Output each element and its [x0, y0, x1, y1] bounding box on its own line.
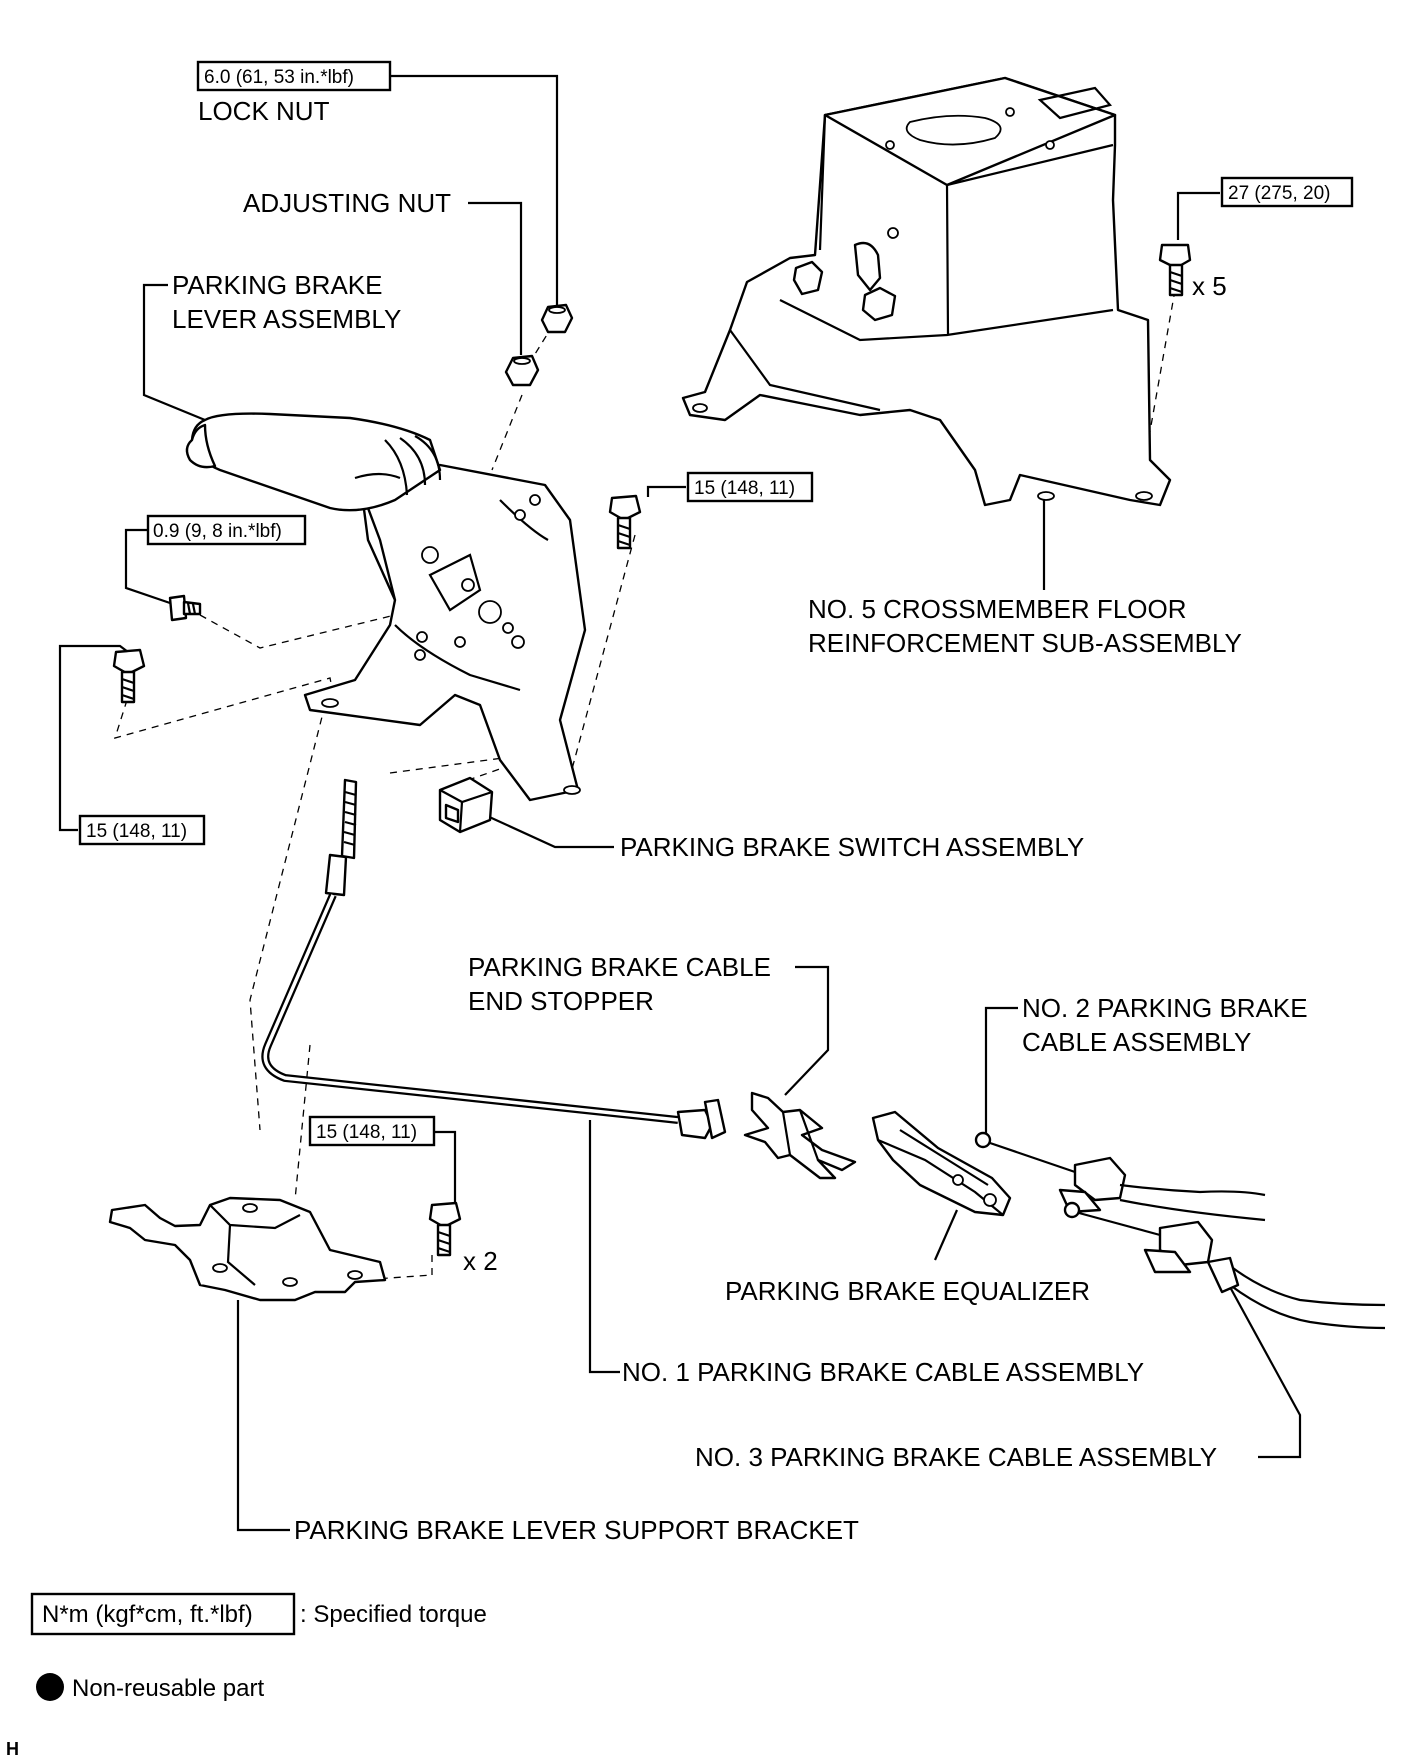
label-no1-cable: NO. 1 PARKING BRAKE CABLE ASSEMBLY	[622, 1357, 1144, 1387]
torque-lock-nut: 6.0 (61, 53 in.*lbf)	[196, 60, 392, 92]
label-support-bracket: PARKING BRAKE LEVER SUPPORT BRACKET	[294, 1515, 859, 1545]
label-crossmember-line1: NO. 5 CROSSMEMBER FLOOR	[808, 594, 1187, 624]
torque-lever-right-bolt-text: 15 (148, 11)	[694, 478, 795, 499]
torque-support-bracket-bolt: 15 (148, 11)	[308, 1115, 436, 1147]
torque-lever-left-bolt: 15 (148, 11)	[78, 814, 206, 846]
parking-brake-lever-assembly	[185, 412, 587, 802]
support-bracket-bolt	[428, 1201, 462, 1257]
no2-cable	[974, 1131, 1266, 1222]
torque-lever-left-bolt-text: 15 (148, 11)	[86, 821, 187, 842]
adjusting-nut	[504, 354, 540, 387]
switch-screw	[168, 594, 202, 622]
legend-torque-desc: : Specified torque	[300, 1601, 487, 1628]
legend-nonreusable: Non-reusable part	[36, 1673, 264, 1702]
torque-switch-screw-text: 0.9 (9, 8 in.*lbf)	[153, 521, 282, 542]
quantity-support-bracket-bolts: x 2	[463, 1246, 498, 1276]
parking-brake-switch	[438, 776, 494, 834]
label-lever-assembly-line2: LEVER ASSEMBLY	[172, 304, 401, 334]
torque-support-bracket-bolt-text: 15 (148, 11)	[316, 1122, 417, 1143]
cable-end-stopper	[743, 1091, 857, 1180]
quantity-crossmember-bolts: x 5	[1192, 271, 1227, 301]
label-equalizer: PARKING BRAKE EQUALIZER	[725, 1276, 1090, 1306]
torque-crossmember-bolt-text: 27 (275, 20)	[1228, 183, 1330, 204]
legend-torque-unit: N*m (kgf*cm, ft.*lbf)	[42, 1601, 253, 1628]
crossmember-bolt	[1158, 243, 1192, 297]
crossmember-reinforcement	[681, 76, 1172, 507]
parking-brake-equalizer	[871, 1110, 1012, 1217]
label-lock-nut: LOCK NUT	[198, 96, 330, 126]
lock-nut	[540, 303, 574, 334]
lever-right-bolt	[608, 494, 642, 550]
label-no2-cable-line2: CABLE ASSEMBLY	[1022, 1027, 1251, 1057]
torque-lock-nut-text: 6.0 (61, 53 in.*lbf)	[204, 67, 354, 88]
legend-torque: N*m (kgf*cm, ft.*lbf) : Specified torque	[30, 1592, 487, 1636]
torque-switch-screw: 0.9 (9, 8 in.*lbf)	[146, 514, 307, 546]
no3-cable	[1063, 1201, 1386, 1330]
lever-left-bolt	[112, 648, 146, 704]
label-lever-assembly-line1: PARKING BRAKE	[172, 270, 382, 300]
legend-nonreusable-desc: Non-reusable part	[72, 1675, 264, 1702]
label-end-stopper-line2: END STOPPER	[468, 986, 654, 1016]
no1-cable	[261, 778, 727, 1140]
label-adjusting-nut: ADJUSTING NUT	[243, 188, 451, 218]
label-crossmember-line2: REINFORCEMENT SUB-ASSEMBLY	[808, 628, 1242, 658]
torque-crossmember-bolt: 27 (275, 20)	[1220, 176, 1354, 208]
lever-support-bracket	[108, 1196, 387, 1302]
nonreusable-dot-icon	[36, 1673, 64, 1701]
corner-mark: H	[6, 1739, 19, 1759]
label-switch-assembly: PARKING BRAKE SWITCH ASSEMBLY	[620, 832, 1084, 862]
label-no3-cable: NO. 3 PARKING BRAKE CABLE ASSEMBLY	[695, 1442, 1217, 1472]
label-end-stopper-line1: PARKING BRAKE CABLE	[468, 952, 771, 982]
label-no2-cable-line1: NO. 2 PARKING BRAKE	[1022, 993, 1308, 1023]
leader-lines	[58, 74, 1302, 1532]
torque-lever-right-bolt: 15 (148, 11)	[686, 471, 814, 503]
